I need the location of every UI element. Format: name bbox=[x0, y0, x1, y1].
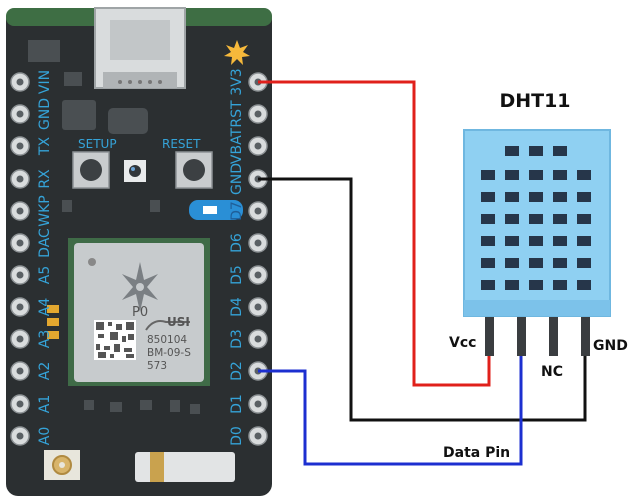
pin-label-d2: D2 bbox=[229, 361, 245, 381]
usi-logo: USI bbox=[145, 315, 190, 331]
sensor-lead-gnd bbox=[581, 314, 590, 356]
sensor-pin-label-nc: NC bbox=[541, 364, 563, 380]
module-brand: USI bbox=[167, 315, 190, 329]
chip-antenna bbox=[135, 452, 235, 482]
dht11-sensor bbox=[463, 129, 611, 356]
pad bbox=[47, 318, 59, 326]
rgb-led-icon bbox=[224, 40, 250, 65]
p0-module: P0 U bbox=[68, 238, 210, 386]
qr-code-icon bbox=[94, 320, 136, 360]
chip bbox=[62, 200, 72, 212]
particle-logo-icon bbox=[122, 262, 158, 312]
pad bbox=[47, 305, 59, 313]
sensor-lead-vcc bbox=[485, 314, 494, 356]
reset-button[interactable] bbox=[175, 151, 213, 189]
module-name: P0 bbox=[132, 305, 148, 320]
pin-label-tx: TX bbox=[37, 137, 53, 157]
sensor-grill bbox=[481, 146, 591, 290]
chip bbox=[190, 404, 200, 414]
pin-label-rst: RST bbox=[229, 100, 245, 128]
pin-label-rx: RX bbox=[37, 169, 53, 189]
wire-gnd bbox=[258, 177, 587, 422]
left-pin-header bbox=[10, 72, 30, 446]
pin-label-3v3: 3V3 bbox=[229, 68, 245, 95]
pin-label-vbat: VBAT bbox=[229, 127, 245, 164]
pin-label-vin: VIN bbox=[37, 70, 53, 94]
crystal-chip bbox=[108, 108, 148, 134]
pin-label-a5: A5 bbox=[37, 266, 53, 284]
reset-label: RESET bbox=[162, 137, 201, 151]
chip bbox=[28, 40, 60, 62]
pin-label-dac: DAC bbox=[37, 228, 53, 258]
pin-label-d7: D7 bbox=[229, 201, 245, 221]
pin-label-d3: D3 bbox=[229, 329, 245, 349]
chip bbox=[110, 402, 122, 412]
sensor-title: DHT11 bbox=[499, 90, 570, 112]
sensor-lead-data bbox=[517, 314, 526, 356]
right-pin-header bbox=[248, 72, 268, 446]
chip bbox=[140, 400, 152, 410]
pin-label-gnd-left: GND bbox=[37, 98, 53, 130]
wire-data bbox=[258, 356, 523, 466]
antenna-connector bbox=[44, 450, 80, 480]
particle-photon-board: SETUP RESET P0 bbox=[6, 7, 272, 496]
setup-label: SETUP bbox=[78, 137, 117, 151]
pin-label-a0: A0 bbox=[37, 427, 53, 445]
sensor-lead-nc bbox=[549, 314, 558, 356]
pin-label-d5: D5 bbox=[229, 265, 245, 285]
chip bbox=[64, 72, 82, 86]
pin-label-a4: A4 bbox=[37, 298, 53, 317]
module-line-1: 850104 bbox=[147, 334, 187, 346]
pin-label-a2: A2 bbox=[37, 362, 53, 380]
chip bbox=[170, 400, 180, 412]
sensor-base bbox=[464, 300, 610, 316]
chip bbox=[84, 400, 94, 410]
pin-label-d0: D0 bbox=[229, 426, 245, 446]
pad bbox=[47, 331, 59, 339]
sensor-pin-label-data: Data Pin bbox=[443, 445, 510, 461]
sensor-pin-label-gnd: GND bbox=[593, 338, 628, 354]
pin-label-wkp: WKP bbox=[37, 195, 53, 226]
pin-label-d1: D1 bbox=[229, 394, 245, 414]
usb-connector bbox=[94, 7, 186, 89]
module-line-3: 573 bbox=[147, 360, 167, 372]
regulator-chip bbox=[62, 100, 96, 130]
setup-button[interactable] bbox=[72, 151, 110, 189]
pin-label-a3: A3 bbox=[37, 330, 53, 348]
d7-led bbox=[203, 206, 217, 214]
pin-label-d6: D6 bbox=[229, 233, 245, 253]
right-pin-labels: 3V3 RST VBAT GND D7 D6 D5 D4 D3 D2 D1 D0 bbox=[229, 68, 245, 446]
wire-vcc bbox=[258, 80, 491, 387]
chip bbox=[150, 200, 160, 212]
pin-label-a1: A1 bbox=[37, 395, 53, 413]
pin-label-d4: D4 bbox=[229, 297, 245, 317]
sensor-pin-label-vcc: Vcc bbox=[449, 335, 476, 351]
module-line-2: BM-09-S bbox=[147, 347, 191, 359]
pin-label-gnd-right: GND bbox=[229, 163, 245, 195]
left-pin-labels: VIN GND TX RX WKP DAC A5 A4 A3 A2 A1 A0 bbox=[37, 70, 53, 445]
